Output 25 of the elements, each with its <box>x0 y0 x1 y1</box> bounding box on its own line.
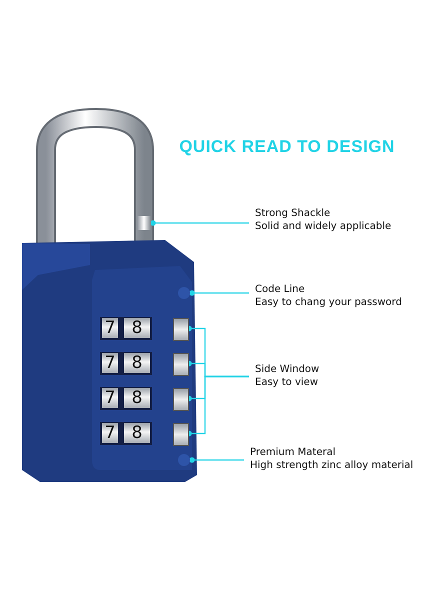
callout-text: High strength zinc alloy material <box>250 459 414 472</box>
callout-text: Easy to view <box>255 376 319 389</box>
callout-heading: Premium Materal <box>250 446 337 459</box>
leader-line <box>189 457 244 463</box>
side-window <box>173 353 189 376</box>
callout-heading: Code Line <box>255 283 306 296</box>
dial-digit: 7 <box>102 423 118 443</box>
dial-digit: 8 <box>124 353 150 373</box>
callout-text: Solid and widely applicable <box>255 220 392 233</box>
dial-digit: 7 <box>102 353 118 373</box>
callout-heading: Strong Shackle <box>255 207 332 220</box>
heading: QUICK READ TO DESIGN <box>178 137 396 157</box>
dial-digit: 7 <box>102 318 118 338</box>
shackle <box>137 216 151 230</box>
side-window <box>173 318 189 341</box>
dial-digit: 8 <box>124 423 150 443</box>
dial-digit: 8 <box>124 318 150 338</box>
leader-line <box>189 290 249 296</box>
callout-text: Easy to chang your password <box>255 296 402 309</box>
callout-heading: Side Window <box>255 363 320 376</box>
side-window <box>173 423 189 446</box>
dial-digit: 7 <box>102 388 118 408</box>
dial-digit: 8 <box>124 388 150 408</box>
leader-line <box>150 220 249 226</box>
side-window <box>173 388 189 411</box>
